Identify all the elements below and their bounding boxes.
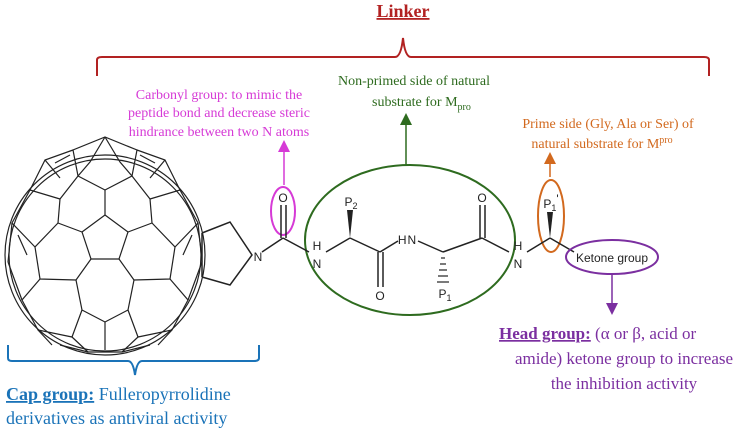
atom-nh-2: HN <box>398 233 416 247</box>
primed-annotation: Prime side (Gly, Ala or Ser) of natural … <box>522 117 694 152</box>
ketone-label: Ketone group <box>576 251 648 265</box>
head-line-2: amide) ketone group to increase <box>515 349 733 368</box>
carbonyl-line-1: Carbonyl group: to mimic the <box>136 88 302 103</box>
backbone-bonds <box>261 205 575 287</box>
hash-p1 <box>437 257 449 283</box>
primed-highlight <box>537 179 565 253</box>
cap-line-1: Cap group: Fulleropyrrolidine <box>6 384 231 404</box>
nonprimed-annotation: Non-primed side of natural substrate for… <box>338 74 490 113</box>
head-line-3: the inhibition activity <box>551 374 698 393</box>
label-p2: P2 <box>344 195 357 211</box>
nonprimed-line-2: substrate for Mpro <box>372 95 471 113</box>
carbonyl-annotation: Carbonyl group: to mimic the peptide bon… <box>128 88 310 140</box>
wedge-p1prime <box>547 212 553 238</box>
atom-nh-3: NH <box>514 239 523 271</box>
atom-nh-1: NH <box>313 239 322 271</box>
atom-o-carbonyl-3: O <box>477 191 486 205</box>
label-p1prime: P1' <box>543 192 558 213</box>
cap-bracket <box>7 345 260 376</box>
carbonyl-line-2: peptide bond and decrease steric <box>128 106 310 121</box>
nonprimed-line-1: Non-primed side of natural <box>338 74 490 89</box>
label-p1: P1 <box>438 287 451 303</box>
carbonyl-highlight <box>270 186 296 236</box>
fullerene <box>4 136 206 356</box>
atom-o-carbonyl-1: O <box>278 191 287 205</box>
atom-o-carbonyl-2: O <box>375 289 384 303</box>
wedge-p2 <box>347 210 353 238</box>
linker-bracket <box>96 37 710 76</box>
linker-title: Linker <box>376 1 429 21</box>
nonprimed-highlight <box>304 164 516 316</box>
primed-line-2: natural substrate for Mpro <box>531 135 672 152</box>
pyrrolidine-ring <box>201 221 253 286</box>
head-line-1: Head group: (α or β, acid or <box>499 324 696 343</box>
cap-line-2: derivatives as antiviral activity <box>6 408 227 428</box>
primed-line-1: Prime side (Gly, Ala or Ser) of <box>522 117 694 132</box>
carbonyl-line-3: hindrance between two N atoms <box>129 125 309 140</box>
atom-n-pyrrolidine: N <box>254 250 263 264</box>
